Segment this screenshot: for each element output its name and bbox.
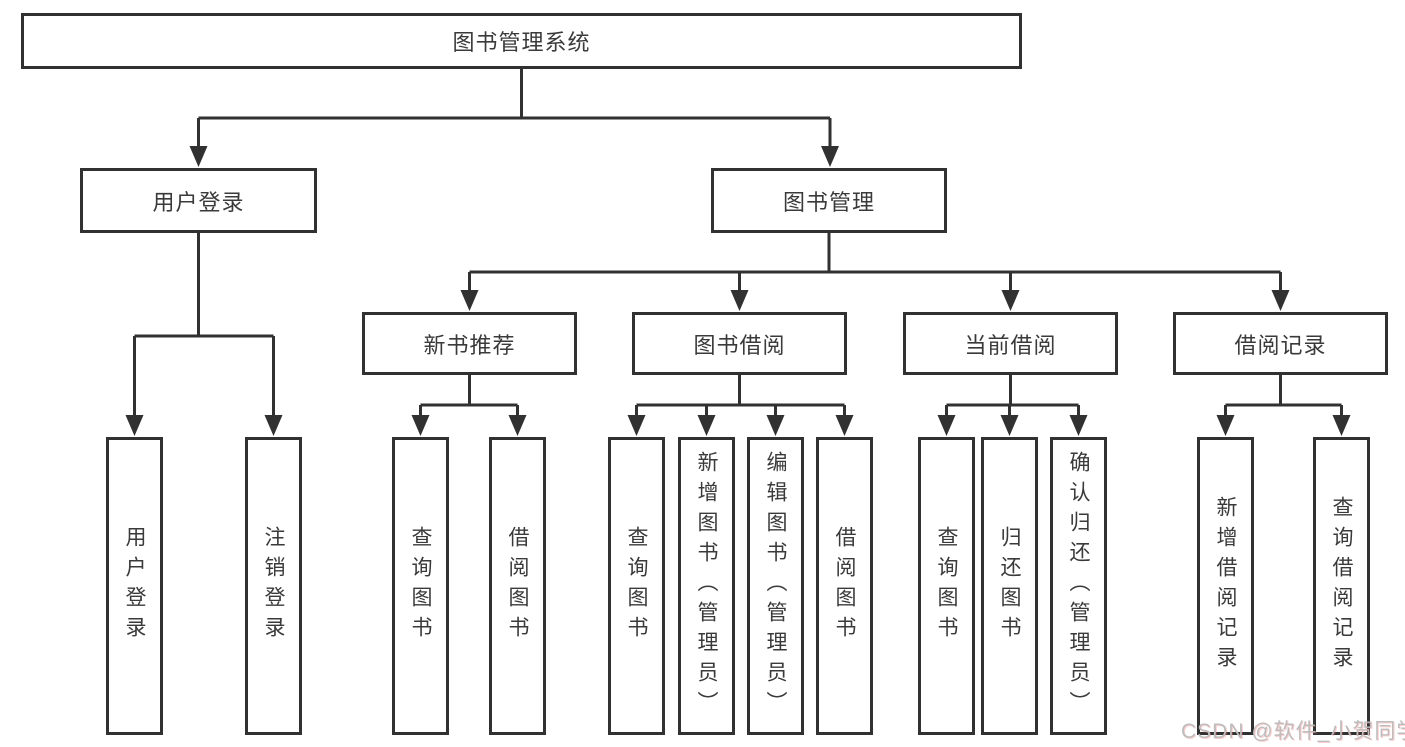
arrowhead bbox=[460, 290, 479, 311]
leaf-borrow-books-recommend-label: 借阅图书 bbox=[506, 526, 529, 646]
leaf-logout: 注销登录 bbox=[245, 437, 302, 735]
csdn-watermark: CSDN @软件_小贺同学 bbox=[1181, 720, 1405, 743]
leaf-add-book-admin-label: 新增图书（管理员） bbox=[695, 451, 718, 721]
arrowhead bbox=[1271, 290, 1290, 311]
arrowhead bbox=[937, 415, 956, 436]
leaf-return-books: 归还图书 bbox=[981, 437, 1038, 735]
connector-borrowing-records bbox=[1224, 375, 1343, 417]
arrowhead bbox=[627, 415, 646, 436]
node-book-borrowing-label: 图书借阅 bbox=[693, 332, 786, 358]
leaf-query-borrow-record-label: 查询借阅记录 bbox=[1330, 496, 1353, 676]
leaf-query-borrow-record: 查询借阅记录 bbox=[1313, 437, 1370, 735]
arrowhead bbox=[730, 290, 749, 311]
connector-book-borrowing bbox=[635, 375, 846, 417]
arrowhead bbox=[766, 415, 785, 436]
arrowhead bbox=[264, 415, 283, 436]
leaf-borrow-books-recommend: 借阅图书 bbox=[489, 437, 546, 735]
node-user-login-label: 用户登录 bbox=[152, 189, 245, 215]
arrowhead bbox=[1332, 415, 1351, 436]
arrowhead bbox=[125, 415, 144, 436]
leaf-query-books-current-label: 查询图书 bbox=[935, 526, 958, 646]
leaf-confirm-return-admin: 确认归还（管理员） bbox=[1050, 437, 1107, 735]
leaf-edit-book-admin-label: 编辑图书（管理员） bbox=[764, 451, 787, 721]
leaf-add-borrow-record: 新增借阅记录 bbox=[1197, 437, 1254, 735]
arrowhead bbox=[1216, 415, 1235, 436]
node-new-book-recommend-label: 新书推荐 bbox=[423, 332, 516, 358]
connector-current-borrowing bbox=[945, 375, 1080, 417]
leaf-user-login-label: 用户登录 bbox=[123, 526, 146, 646]
leaf-return-books-label: 归还图书 bbox=[998, 526, 1021, 646]
connector-new-book-recommend bbox=[419, 375, 519, 417]
arrowhead bbox=[1069, 415, 1088, 436]
node-new-book-recommend: 新书推荐 bbox=[362, 312, 577, 375]
leaf-query-books-recommend-label: 查询图书 bbox=[409, 526, 432, 646]
arrowhead bbox=[411, 415, 430, 436]
node-book-management: 图书管理 bbox=[711, 168, 947, 233]
node-book-management-label: 图书管理 bbox=[782, 189, 875, 215]
leaf-user-login: 用户登录 bbox=[106, 437, 163, 735]
node-user-login: 用户登录 bbox=[80, 168, 317, 233]
node-current-borrowing: 当前借阅 bbox=[903, 312, 1118, 375]
leaf-logout-label: 注销登录 bbox=[262, 526, 285, 646]
arrowhead bbox=[189, 146, 208, 167]
leaf-edit-book-admin: 编辑图书（管理员） bbox=[747, 437, 804, 735]
arrowhead bbox=[697, 415, 716, 436]
leaf-add-book-admin: 新增图书（管理员） bbox=[678, 437, 735, 735]
connector-book-management bbox=[468, 233, 1282, 292]
node-current-borrowing-label: 当前借阅 bbox=[964, 332, 1057, 358]
leaf-query-books-recommend: 查询图书 bbox=[392, 437, 449, 735]
leaf-borrow-books-borrowing-label: 借阅图书 bbox=[833, 526, 856, 646]
leaf-query-books-borrowing-label: 查询图书 bbox=[625, 526, 648, 646]
arrowheads bbox=[125, 146, 1351, 436]
arrowhead bbox=[1001, 290, 1020, 311]
arrowhead bbox=[835, 415, 854, 436]
leaf-add-borrow-record-label: 新增借阅记录 bbox=[1214, 496, 1237, 676]
leaf-query-books-borrowing: 查询图书 bbox=[608, 437, 665, 735]
leaf-borrow-books-borrowing: 借阅图书 bbox=[816, 437, 873, 735]
node-borrowing-records: 借阅记录 bbox=[1173, 312, 1388, 375]
node-library-system-label: 图书管理系统 bbox=[452, 30, 591, 55]
leaf-confirm-return-admin-label: 确认归还（管理员） bbox=[1067, 451, 1090, 721]
connector-user-login bbox=[133, 233, 275, 417]
node-book-borrowing: 图书借阅 bbox=[632, 312, 847, 375]
arrowhead bbox=[821, 146, 839, 167]
leaf-query-books-current: 查询图书 bbox=[918, 437, 975, 735]
node-borrowing-records-label: 借阅记录 bbox=[1234, 332, 1327, 358]
node-library-system: 图书管理系统 bbox=[21, 13, 1022, 69]
arrowhead bbox=[508, 415, 527, 436]
arrowhead bbox=[1000, 415, 1019, 436]
connector-root bbox=[197, 69, 832, 148]
